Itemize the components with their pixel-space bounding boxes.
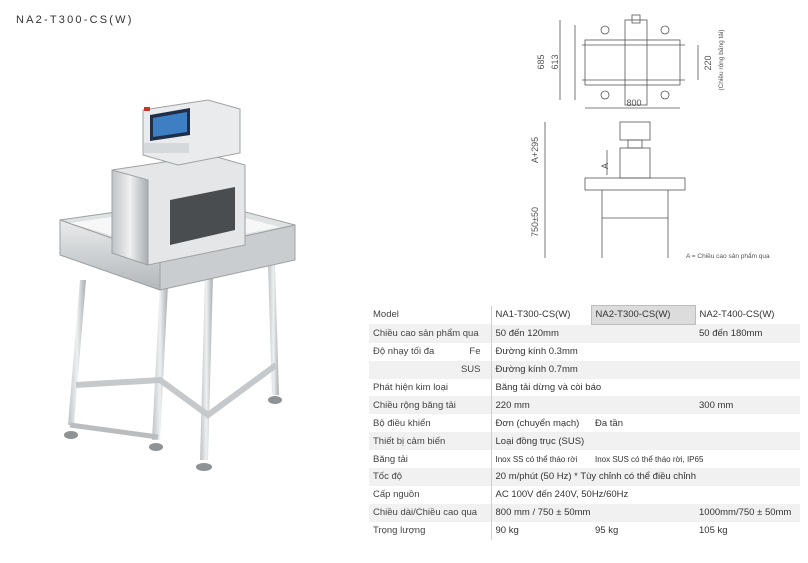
dim-height-total: 685 <box>536 54 546 69</box>
table-row-header: Model NA1-T300-CS(W) NA2-T300-CS(W) NA2-… <box>369 305 800 325</box>
cell-value: Đường kính 0.7mm <box>490 360 800 379</box>
table-row: Tốc độ 20 m/phút (50 Hz) * Tùy chỉnh có … <box>369 468 800 486</box>
table-row: Băng tải Inox SS có thể tháo rời Inox SU… <box>369 450 800 469</box>
row-label: Chiều cao sản phẩm qua <box>369 324 491 343</box>
cell-value: Đường kính 0.3mm <box>490 342 800 361</box>
row-label: Trọng lượng <box>369 521 491 540</box>
cell-value: 800 mm / 750 ± 50mm <box>490 503 695 522</box>
cell-value: 50 đến 180mm <box>695 324 800 343</box>
table-row: Trọng lượng 90 kg 95 kg 105 kg <box>369 521 800 540</box>
row-label: Thiết bị cảm biến <box>369 432 491 451</box>
machine-photo <box>59 99 296 471</box>
cell-value: 300 mm <box>695 396 800 415</box>
table-row: Độ nhạy tối đa Fe Đường kính 0.3mm <box>369 342 800 361</box>
row-label: Tốc độ <box>369 468 491 486</box>
cell-value: Loại đồng trục (SUS) <box>490 432 800 451</box>
col-header-m3: NA2-T400-CS(W) <box>695 305 800 325</box>
cell-value: Đơn (chuyển mạch) <box>490 414 591 433</box>
row-label: Cấp nguồn <box>369 485 491 504</box>
row-label: Độ nhạy tối đa Fe <box>369 342 491 361</box>
col-header-m1: NA1-T300-CS(W) <box>490 305 591 325</box>
row-label-main: Độ nhạy tối đa <box>373 346 435 358</box>
cell-value: Băng tải dừng và còi báo <box>490 378 800 397</box>
table-row: Phát hiện kim loại Băng tải dừng và còi … <box>369 378 800 397</box>
dim-height-top: A+295 <box>530 137 540 163</box>
cell-value: AC 100V đến 240V, 50Hz/60Hz <box>490 485 800 504</box>
row-label-sub: Fe <box>469 346 481 358</box>
table-row: Cấp nguồn AC 100V đến 240V, 50Hz/60Hz <box>369 485 800 504</box>
table-row: Chiều cao sản phẩm qua 50 đến 120mm 50 đ… <box>369 324 800 343</box>
cell-value: 20 m/phút (50 Hz) * Tùy chỉnh có thể điề… <box>490 468 800 486</box>
cell-value: 50 đến 120mm <box>490 324 695 343</box>
technical-drawing: 685 613 220 (Chiều rộng băng tải) 800 A+… <box>530 14 725 258</box>
row-label: Phát hiện kim loại <box>369 378 491 397</box>
dim-height-body: 613 <box>550 54 560 69</box>
a-note: A = Chiều cao sản phẩm qua <box>686 253 770 260</box>
dim-height-base: 750±50 <box>530 207 540 237</box>
table-row: Thiết bị cảm biến Loại đồng trục (SUS) <box>369 432 800 451</box>
row-label: SUS <box>369 360 491 379</box>
table-row: Chiều rộng băng tải 220 mm 300 mm <box>369 396 800 415</box>
cell-value: Inox SUS có thể tháo rời, IP65 <box>591 450 800 469</box>
row-label: Chiều dài/Chiều cao qua <box>369 503 491 522</box>
cell-value: Inox SS có thể tháo rời <box>490 450 591 469</box>
cell-value: 1000mm/750 ± 50mm <box>695 503 800 522</box>
col-header-model: Model <box>369 305 491 325</box>
spec-table: Model NA1-T300-CS(W) NA2-T300-CS(W) NA2-… <box>369 305 800 540</box>
dim-belt-width: 220 <box>703 55 713 70</box>
cell-value: 220 mm <box>490 396 695 415</box>
table-row: Chiều dài/Chiều cao qua 800 mm / 750 ± 5… <box>369 503 800 522</box>
col-header-m2: NA2-T300-CS(W) <box>590 305 696 325</box>
table-row: SUS Đường kính 0.7mm <box>369 360 800 379</box>
row-label-sub: SUS <box>460 364 481 376</box>
cell-value: Đa tần <box>591 414 800 433</box>
table-row: Bộ điều khiển Đơn (chuyển mạch) Đa tần <box>369 414 800 433</box>
row-label: Chiều rộng băng tải <box>369 396 491 415</box>
product-title: NA2-T300-CS(W) <box>16 14 134 26</box>
cell-value: 90 kg <box>490 521 591 540</box>
dim-width: 800 <box>626 98 641 108</box>
dim-a-label: A <box>600 163 610 169</box>
dim-belt-width-note: (Chiều rộng băng tải) <box>716 29 725 90</box>
row-label: Bộ điều khiển <box>369 414 491 433</box>
row-label: Băng tải <box>369 450 491 469</box>
cell-value: 105 kg <box>695 521 800 540</box>
cell-value: 95 kg <box>591 521 695 540</box>
